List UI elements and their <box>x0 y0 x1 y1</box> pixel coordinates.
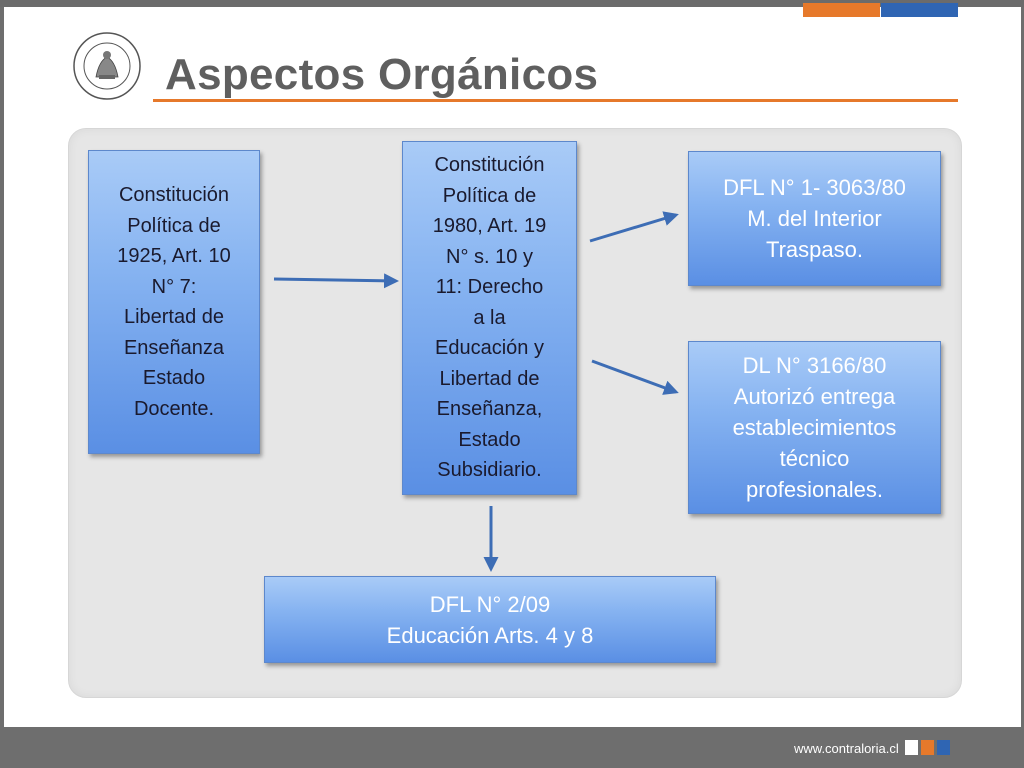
accent-orange-block <box>803 3 880 17</box>
box-dfl-1-3063: DFL N° 1- 3063/80 M. del Interior Traspa… <box>688 151 941 286</box>
box-line: DFL N° 2/09 <box>429 591 551 617</box>
box-dfl-2-09: DFL N° 2/09 Educación Arts. 4 y 8 <box>264 576 716 663</box>
box-dl-3166: DL N° 3166/80 Autorizó entrega estableci… <box>688 341 941 514</box>
box-line: Subsidiario. <box>437 459 542 482</box>
box-line: Autorizó entrega <box>733 384 896 409</box>
arrow-1980-to-dl3166 <box>591 359 679 395</box>
box-line: establecimientos <box>732 415 897 440</box>
accent-white-block <box>725 7 802 17</box>
contraloria-seal-logo <box>73 32 141 100</box>
box-line: Estado <box>142 367 206 389</box>
box-line: Constitución <box>118 184 230 206</box>
box-line: Política de <box>442 184 537 207</box>
box-line: M. del Interior <box>747 206 882 231</box>
box-line: Educación Arts. 4 y 8 <box>386 622 594 648</box>
box-line: DL N° 3166/80 <box>742 353 887 378</box>
footer-square-white <box>905 740 918 755</box>
box-line: 11: Derecho <box>435 276 544 299</box>
box-line: Enseñanza <box>123 336 225 359</box>
box-line: Libertad de <box>123 306 225 328</box>
footer-square-orange <box>921 740 934 755</box>
box-line: 1925, Art. 10 <box>117 245 231 267</box>
top-bar <box>0 0 1024 7</box>
arrow-1980-to-dfl1 <box>589 211 679 243</box>
box-line: a la <box>473 306 506 329</box>
box-line: técnico <box>779 446 850 471</box>
box-line: Política de <box>127 214 221 237</box>
box-line: Constitución <box>434 154 545 177</box>
box-line: N° s. 10 y <box>446 245 533 268</box>
box-line: Traspaso. <box>765 237 863 262</box>
footer-square-blue <box>937 740 950 755</box>
title-underline <box>153 99 958 102</box>
box-line: Educación y <box>435 337 544 360</box>
box-constitucion-1980: Constitución Política de 1980, Art. 19 N… <box>402 141 577 495</box>
arrow-1925-to-1980 <box>273 273 399 289</box>
footer-url: www.contraloria.cl <box>794 741 899 756</box>
box-line: Enseñanza, <box>436 398 543 421</box>
box-line: Docente. <box>133 397 215 420</box>
footer-bar <box>0 727 1024 768</box>
box-constitucion-1925: Constitución Política de 1925, Art. 10 N… <box>88 150 260 454</box>
box-line: profesionales. <box>746 477 883 502</box>
box-line: 1980, Art. 19 <box>432 215 547 238</box>
page-title: Aspectos Orgánicos <box>165 50 599 99</box>
box-line: DFL N° 1- 3063/80 <box>723 175 906 200</box>
box-line: Libertad de <box>439 367 540 390</box>
accent-blue-block <box>881 3 958 17</box>
box-line: Estado <box>458 428 521 451</box>
box-line: N° 7: <box>151 275 197 298</box>
